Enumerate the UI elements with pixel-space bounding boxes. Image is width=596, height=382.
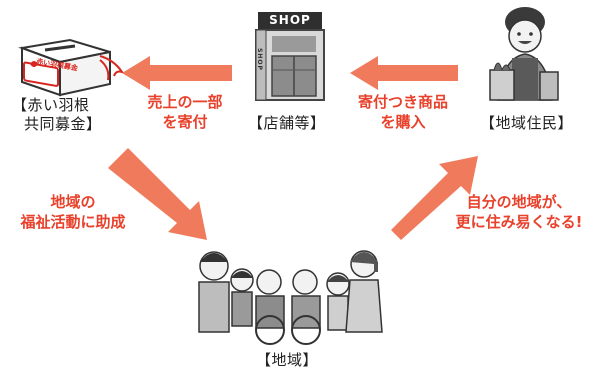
akai-to-community-label: 地域の 福祉活動に助成 bbox=[4, 192, 142, 232]
community-label: 【地域】 bbox=[256, 351, 319, 369]
resident-illustration bbox=[489, 7, 559, 101]
residents-to-store-line2: を購入 bbox=[380, 113, 426, 131]
community-illustration bbox=[198, 250, 383, 345]
donation-box-illustration bbox=[18, 38, 125, 97]
arrow-store-to-akai-hane bbox=[122, 56, 232, 90]
community-to-residents-line1: 自分の地域が、 bbox=[466, 193, 572, 211]
residents-to-store-label: 寄付つき商品 を購入 bbox=[344, 92, 462, 132]
community-to-residents-line2: 更に住み易くなる! bbox=[455, 213, 583, 231]
akai-to-community-line1: 地域の bbox=[50, 193, 96, 211]
shop-building-illustration bbox=[255, 12, 325, 101]
shop-sign: SHOP bbox=[269, 13, 311, 27]
arrow-residents-to-store bbox=[350, 56, 458, 90]
community-to-residents-label: 自分の地域が、 更に住み易くなる! bbox=[446, 192, 592, 232]
store-to-akai-line2: を寄付 bbox=[162, 113, 208, 131]
akai-hane-label: 【赤い羽根 共同募金】 bbox=[12, 96, 102, 134]
akai-hane-label-line2: 共同募金】 bbox=[24, 115, 102, 133]
shop-side-sign: SHOP bbox=[255, 48, 263, 71]
store-to-akai-label: 売上の一部 を寄付 bbox=[130, 92, 240, 132]
akai-hane-label-line1: 【赤い羽根 bbox=[12, 96, 90, 114]
arrow-community-to-residents bbox=[391, 156, 478, 240]
store-to-akai-line1: 売上の一部 bbox=[147, 93, 223, 111]
residents-label: 【地域住民】 bbox=[480, 114, 574, 132]
akai-to-community-line2: 福祉活動に助成 bbox=[20, 213, 126, 231]
store-label: 【店舗等】 bbox=[248, 114, 326, 132]
arrow-akai-hane-to-community bbox=[108, 148, 207, 240]
residents-to-store-line1: 寄付つき商品 bbox=[357, 93, 448, 111]
